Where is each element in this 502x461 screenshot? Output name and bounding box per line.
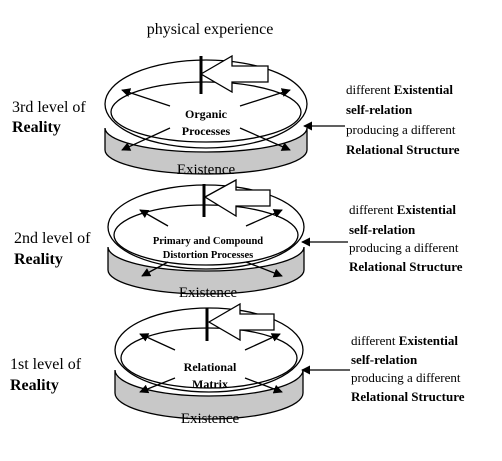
level-1-desc-line-3: producing a different	[351, 370, 461, 385]
level-1-center-line-1: Relational	[184, 360, 237, 374]
level-3-center-line-1: Organic	[185, 107, 228, 121]
level-3-desc-line-3: producing a different	[346, 122, 456, 137]
level-3-existence-label: Existence	[177, 162, 236, 178]
level-3-inner-ring	[110, 81, 302, 143]
level-1-center-line-2: Matrix	[192, 377, 228, 391]
level-3-level-text: 3rd level of	[12, 99, 86, 116]
level-3-desc-line-2: self-relation	[346, 102, 413, 117]
physical-experience-label: physical experience	[147, 21, 274, 38]
level-2-desc-line-2: self-relation	[349, 222, 416, 237]
level-1-desc-line-1: different Existential	[351, 333, 458, 348]
level-1-level-text: 1st level of	[10, 356, 82, 373]
level-2-inner-ring	[113, 204, 299, 266]
level-2-cylinder	[107, 178, 305, 295]
level-3-center-line-2: Processes	[182, 124, 231, 138]
level-2-center-line-2: Distortion Processes	[163, 250, 254, 261]
level-1-cylinder	[114, 302, 304, 420]
level-1-inward-arrow	[207, 302, 275, 342]
level-3-desc-line-1: different Existential	[346, 82, 453, 97]
level-2-desc-line-1: different Existential	[349, 202, 456, 217]
level-1-reality-text: Reality	[10, 377, 59, 394]
level-2-desc-line-4: Relational Structure	[349, 259, 463, 274]
level-2-reality-text: Reality	[14, 251, 63, 268]
level-3-inward-arrow	[199, 54, 269, 94]
level-1-existence-label: Existence	[181, 411, 240, 427]
level-1-inner-ring	[120, 327, 298, 389]
level-2-level-text: 2nd level of	[14, 230, 91, 247]
level-3-cylinder	[104, 54, 308, 175]
level-3-reality-text: Reality	[12, 119, 61, 136]
level-3-desc-line-4: Relational Structure	[346, 142, 460, 157]
level-2-center-line-1: Primary and Compound	[153, 236, 263, 247]
level-2-inward-arrow	[203, 178, 271, 218]
level-2-existence-label: Existence	[179, 285, 238, 301]
level-1-desc-line-2: self-relation	[351, 352, 418, 367]
level-2-desc-line-3: producing a different	[349, 240, 459, 255]
level-1-desc-line-4: Relational Structure	[351, 389, 465, 404]
